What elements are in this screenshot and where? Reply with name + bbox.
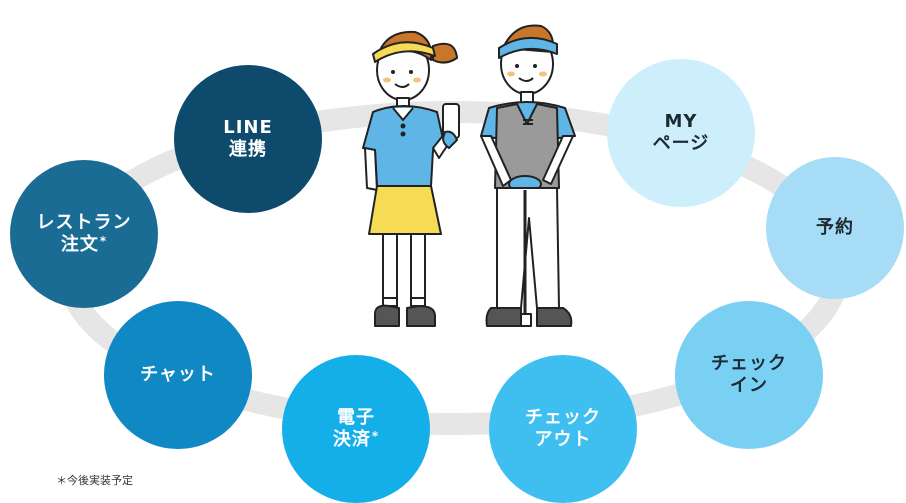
golfer-couple-illustration-icon <box>362 24 576 327</box>
planned-mark: * <box>371 429 380 443</box>
feature-label-line1: チェック <box>711 353 787 374</box>
feature-label-line1: チェック <box>525 407 601 428</box>
feature-e-payment[interactable]: 電子 決済* <box>282 355 430 503</box>
male-golfer-icon <box>480 24 576 327</box>
female-golfer-icon <box>362 30 460 327</box>
feature-label-line1: 電子 <box>337 407 375 428</box>
feature-label-line1: レストラン <box>36 212 132 233</box>
feature-restaurant-order[interactable]: レストラン 注文* <box>10 160 158 308</box>
feature-label-line2: 連携 <box>229 139 267 160</box>
feature-label-line2: 注文 <box>60 234 99 255</box>
feature-label-line1: LINE <box>223 117 273 138</box>
footnote: ＊今後実装予定 <box>56 474 133 487</box>
feature-label-line2: 決済 <box>332 429 371 450</box>
feature-mypage[interactable]: MY ページ <box>607 59 755 207</box>
feature-label-line2: ページ <box>652 133 710 154</box>
feature-label-line2: イン <box>730 375 768 396</box>
planned-mark: * <box>99 234 108 248</box>
feature-label-line1: チャット <box>140 364 216 385</box>
feature-checkin[interactable]: チェック イン <box>675 301 823 449</box>
feature-label-line1: MY <box>664 111 698 132</box>
feature-label-line2: アウト <box>534 429 592 450</box>
feature-checkout[interactable]: チェック アウト <box>489 355 637 503</box>
feature-label-line1: 予約 <box>816 217 854 238</box>
feature-line-link[interactable]: LINE 連携 <box>174 65 322 213</box>
feature-reservation[interactable]: 予約 <box>766 157 904 299</box>
feature-chat[interactable]: チャット <box>104 301 252 449</box>
